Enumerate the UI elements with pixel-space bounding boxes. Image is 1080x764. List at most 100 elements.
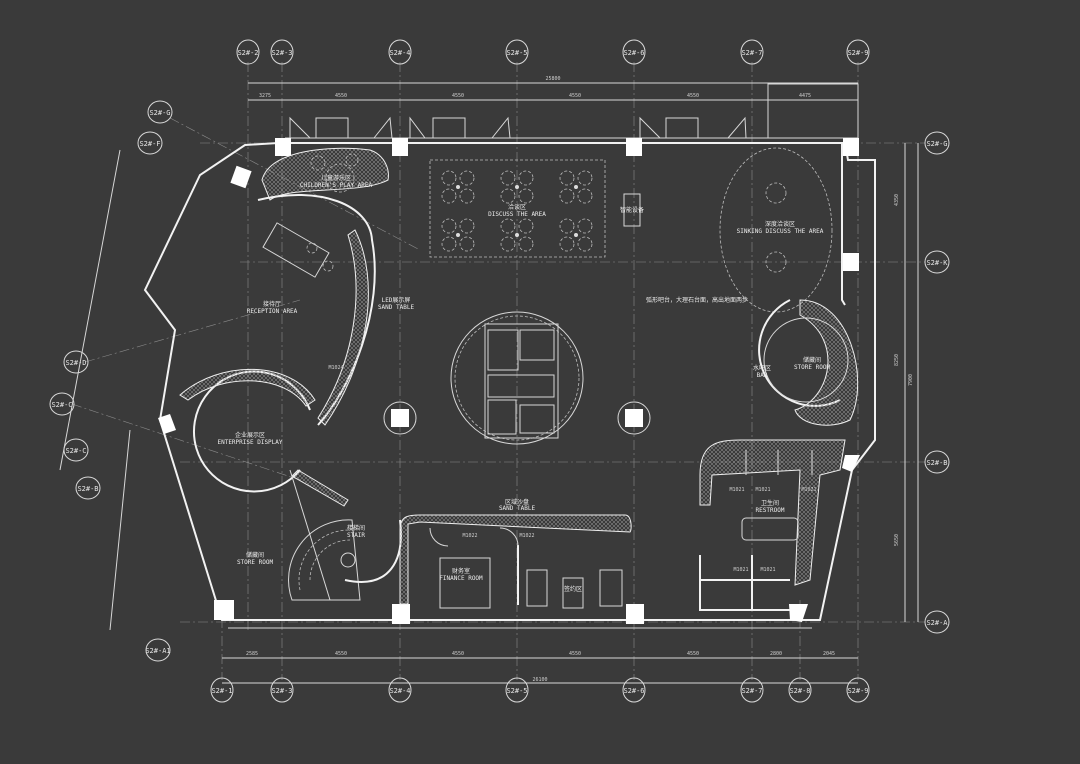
sinking-discuss-area [719,143,846,313]
chair [577,170,593,186]
chair [459,170,475,186]
chair [500,170,516,186]
table-cluster [441,218,475,252]
svg-text:STAIR: STAIR [347,532,365,539]
svg-text:儿童游乐区: 儿童游乐区 [321,174,351,182]
svg-text:M1021: M1021 [801,487,816,493]
svg-text:SAND TABLE: SAND TABLE [499,505,536,512]
structural-columns [158,138,860,624]
svg-text:CHILDREN'S PLAY AREA: CHILDREN'S PLAY AREA [300,182,373,189]
chair [518,236,534,252]
svg-text:M1021: M1021 [733,567,748,573]
svg-text:2045: 2045 [823,651,835,657]
chair [441,218,457,234]
window-bays [289,116,747,139]
svg-text:4550: 4550 [569,93,581,99]
svg-text:S2#-4: S2#-4 [389,687,410,695]
svg-text:S2#-K: S2#-K [926,259,948,267]
svg-text:4550: 4550 [687,93,699,99]
svg-text:M1021: M1021 [729,487,744,493]
svg-text:3275: 3275 [259,93,271,99]
svg-text:智能设备: 智能设备 [620,206,644,214]
svg-text:储藏间: 储藏间 [246,551,264,559]
chair [459,188,475,204]
chair [577,218,593,234]
svg-text:S2#-9: S2#-9 [847,687,868,695]
chair [441,236,457,252]
chair [500,188,516,204]
room-labels: 儿童游乐区 CHILDREN'S PLAY AREA 洽谈区 DISCUSS T… [217,174,830,593]
svg-text:DISCUSS THE AREA: DISCUSS THE AREA [488,211,546,218]
svg-text:LED展示屏: LED展示屏 [382,297,411,304]
chair [518,188,534,204]
chair [441,188,457,204]
svg-text:卫生间: 卫生间 [761,499,779,507]
svg-text:S2#-B: S2#-B [77,485,98,493]
discuss-area [429,159,606,258]
svg-text:5650: 5650 [894,534,900,546]
svg-text:4550: 4550 [687,651,699,657]
svg-text:S2#-7: S2#-7 [741,49,762,57]
svg-text:S2#-1: S2#-1 [211,687,232,695]
svg-text:4475: 4475 [799,93,811,99]
svg-text:S2#-F: S2#-F [139,140,160,148]
svg-text:2800: 2800 [770,651,782,657]
svg-text:S2#-3: S2#-3 [271,687,292,695]
sand-table-model [450,311,584,445]
svg-text:26100: 26100 [532,677,547,683]
svg-text:接待厅: 接待厅 [263,300,281,308]
svg-text:M1021: M1021 [755,487,770,493]
chair [441,170,457,186]
finance-zone [399,514,632,609]
dimension-lines [59,82,919,684]
dimension-text: 25800 3275 4550 4550 4550 4550 4475 2610… [246,76,914,683]
svg-text:S2#-5: S2#-5 [506,49,527,57]
axis-bubbles-bottom: S2#-1 S2#-3 S2#-4 S2#-5 S2#-6 S2#-7 S2#-… [210,677,870,703]
svg-text:S2#-8: S2#-8 [789,687,810,695]
table [515,185,519,189]
chair [559,218,575,234]
svg-text:S2#-9: S2#-9 [847,49,868,57]
chair [500,236,516,252]
svg-text:RESTROOM: RESTROOM [756,507,785,514]
svg-text:S2#-6: S2#-6 [623,687,644,695]
chair [500,218,516,234]
svg-text:4550: 4550 [335,93,347,99]
svg-text:SAND TABLE: SAND TABLE [378,304,415,311]
chair [559,188,575,204]
svg-text:4550: 4550 [569,651,581,657]
table-cluster [500,218,534,252]
svg-text:S2#-C: S2#-C [51,401,72,409]
svg-text:S2#-3: S2#-3 [271,49,292,57]
svg-text:STORE ROOM: STORE ROOM [794,364,831,371]
svg-text:25800: 25800 [545,76,560,82]
svg-text:S2#-B: S2#-B [926,459,947,467]
svg-text:S2#-4: S2#-4 [389,49,410,57]
svg-text:7900: 7900 [908,374,914,386]
table [574,233,578,237]
svg-text:STORE ROOM: STORE ROOM [237,559,274,566]
svg-text:企业展示区: 企业展示区 [235,431,265,439]
svg-text:签约区: 签约区 [564,585,582,593]
svg-text:4350: 4350 [894,194,900,206]
svg-text:S2#-G: S2#-G [149,109,170,117]
svg-text:S2#-A: S2#-A [926,619,948,627]
reception-zone [257,147,389,426]
table-cluster [500,170,534,204]
table [574,185,578,189]
table-cluster [559,170,593,204]
svg-text:S2#-A1: S2#-A1 [145,647,170,655]
axis-bubbles-right: S2#-G S2#-K S2#-B S2#-A [924,131,950,634]
chair [577,188,593,204]
table [456,185,460,189]
table-cluster [559,218,593,252]
svg-text:深度洽谈区: 深度洽谈区 [765,220,795,228]
svg-text:2585: 2585 [246,651,258,657]
svg-text:4550: 4550 [335,651,347,657]
door-tags: M1021 M1021 M1021 M1021 M1021 M1022 M102… [328,365,816,573]
chair [577,236,593,252]
chair [459,236,475,252]
chair [518,218,534,234]
spiral-stair [288,519,402,601]
